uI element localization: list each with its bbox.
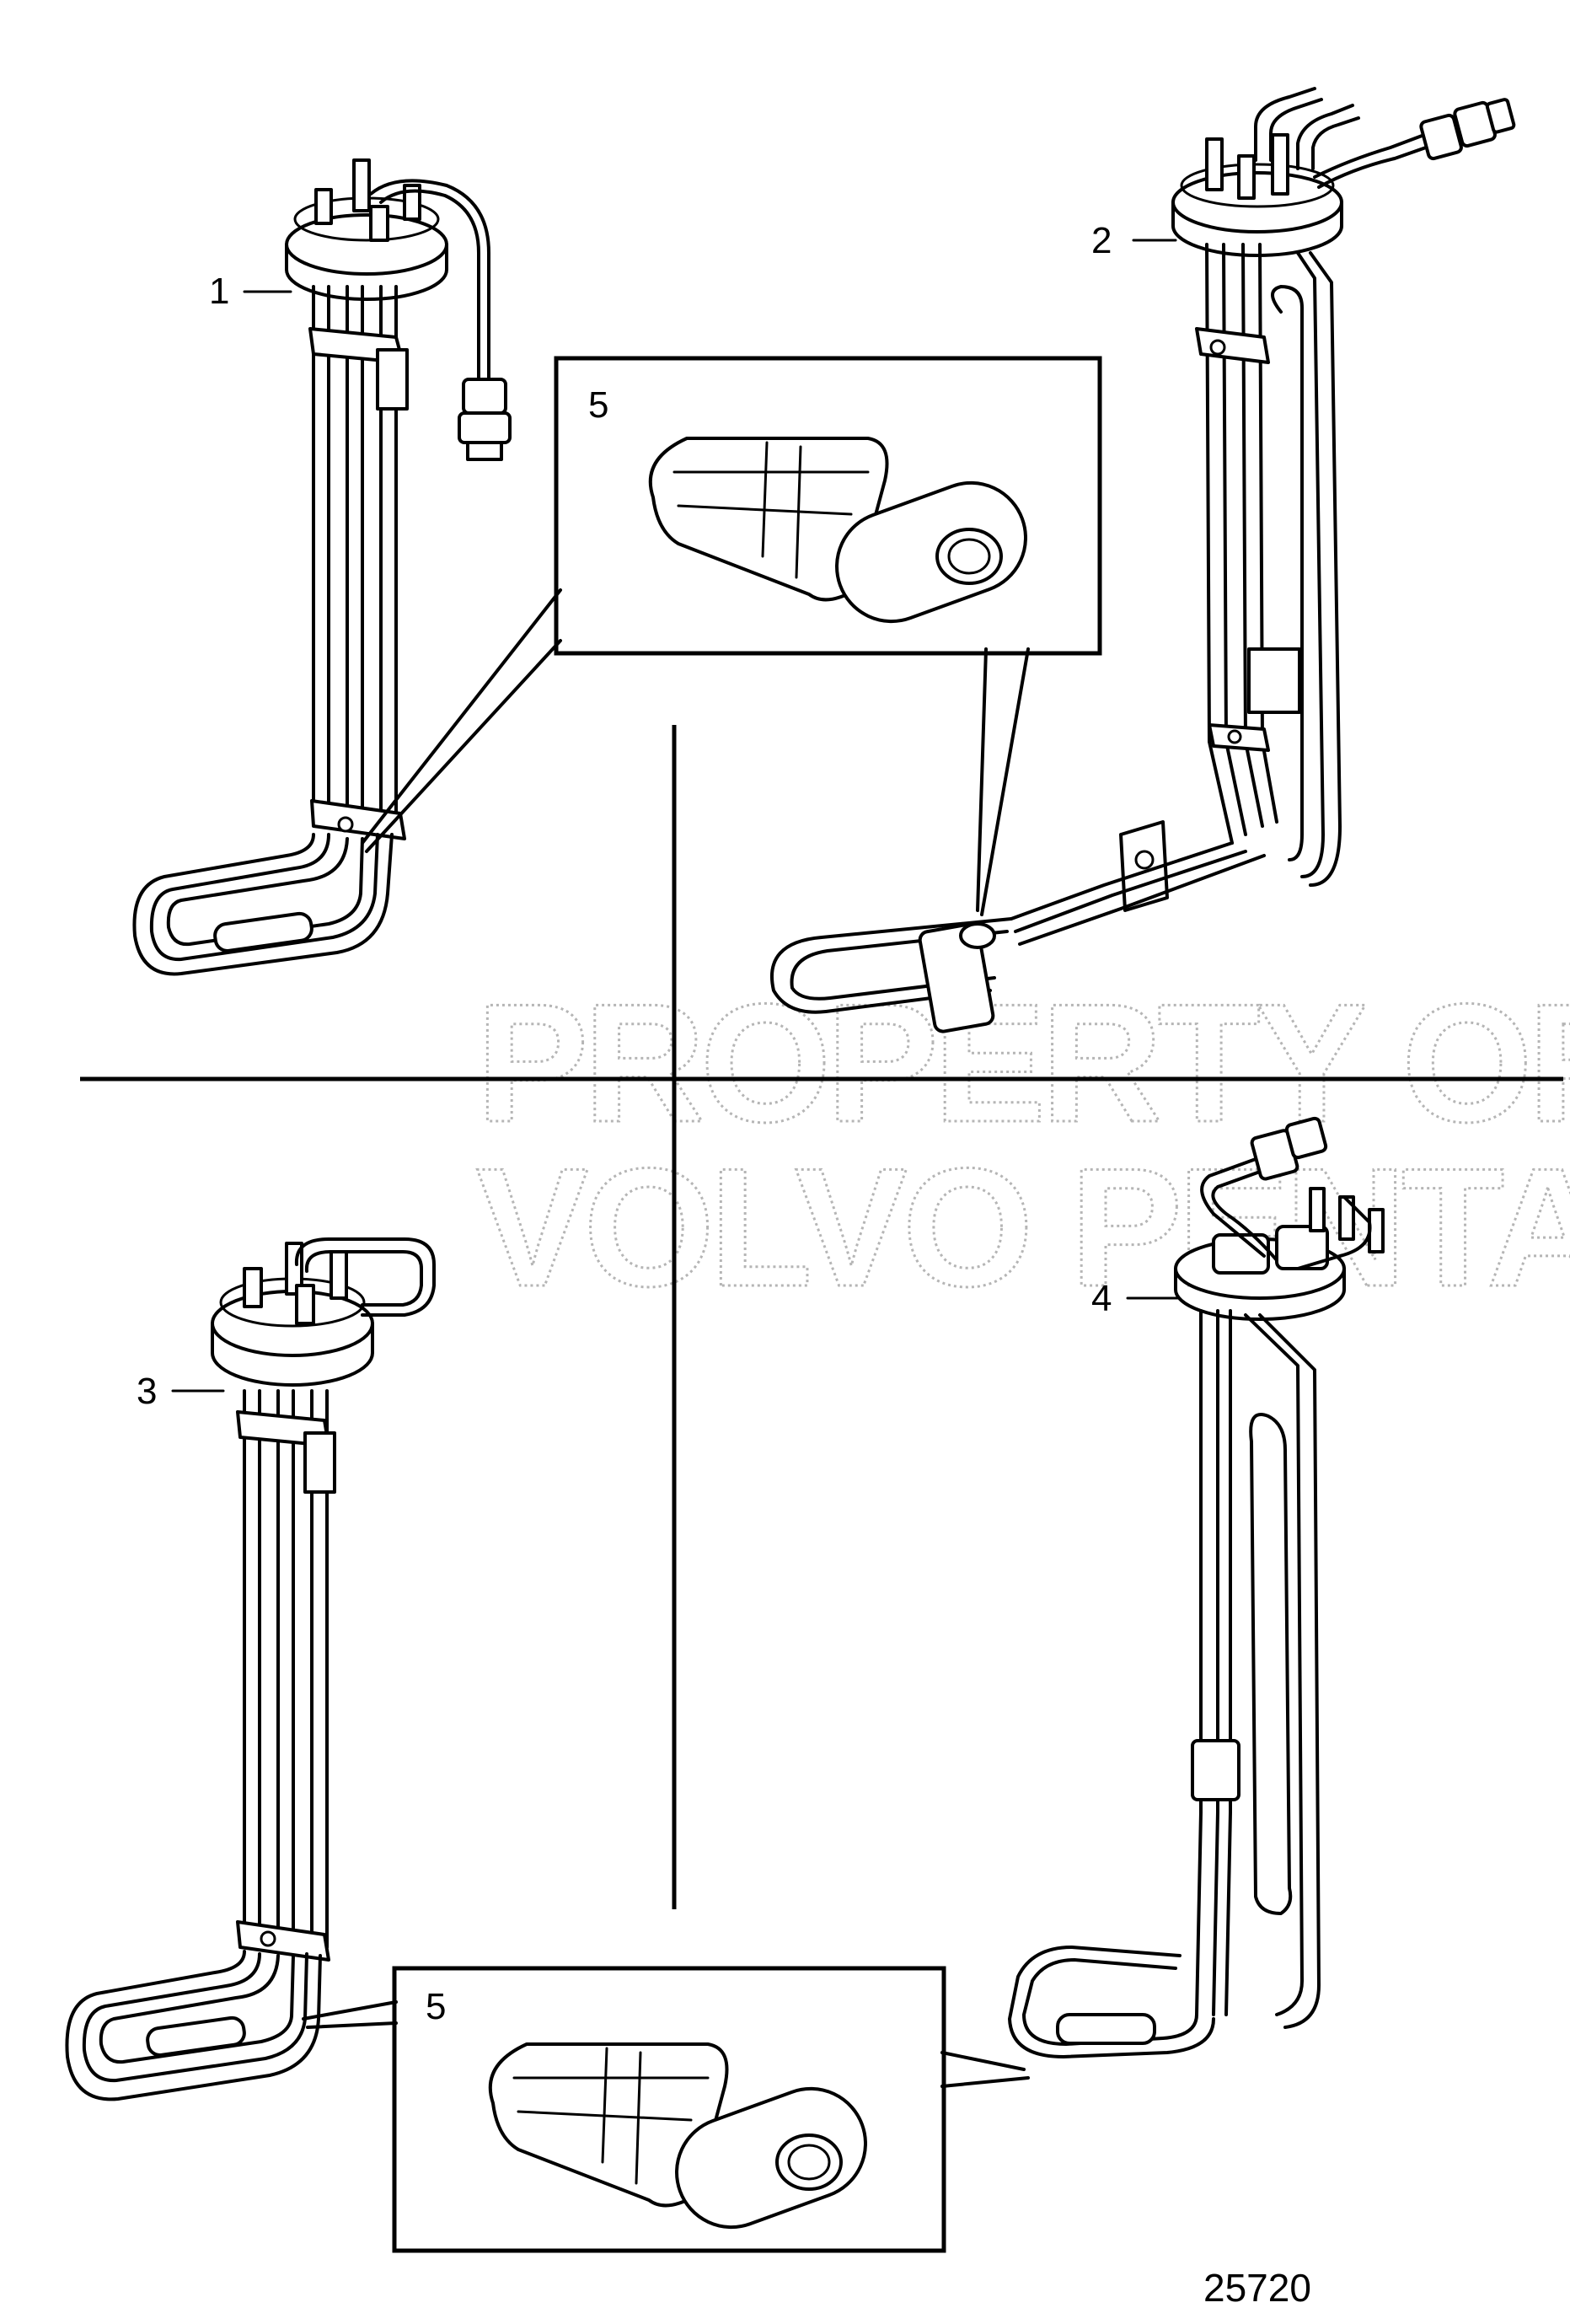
watermark: PROPERTY OF VOLVO PENTA: [475, 969, 1570, 1323]
figure-number: 25720: [1203, 2266, 1311, 2310]
watermark-line2: VOLVO PENTA: [476, 1134, 1570, 1322]
fuel-sender-item-4: [1008, 1116, 1385, 2058]
callout-1: 1: [209, 271, 229, 312]
strainer-detail-top: [648, 437, 1027, 624]
fuel-sender-item-1: [132, 158, 512, 976]
strainer-detail-bottom: [488, 2042, 867, 2230]
callout-5-bottom: 5: [426, 1986, 446, 2027]
callout-4: 4: [1091, 1278, 1112, 1319]
callout-3: 3: [137, 1371, 157, 1412]
fuel-sender-item-3: [65, 1237, 436, 2101]
detail-box-bottom: [302, 1966, 1030, 2253]
watermark-line1: PROPERTY OF: [476, 969, 1570, 1157]
detail-box-top: [361, 356, 1102, 916]
callout-2: 2: [1091, 220, 1112, 261]
fuel-sender-item-2: [770, 87, 1516, 1033]
callout-5-top: 5: [588, 384, 608, 426]
